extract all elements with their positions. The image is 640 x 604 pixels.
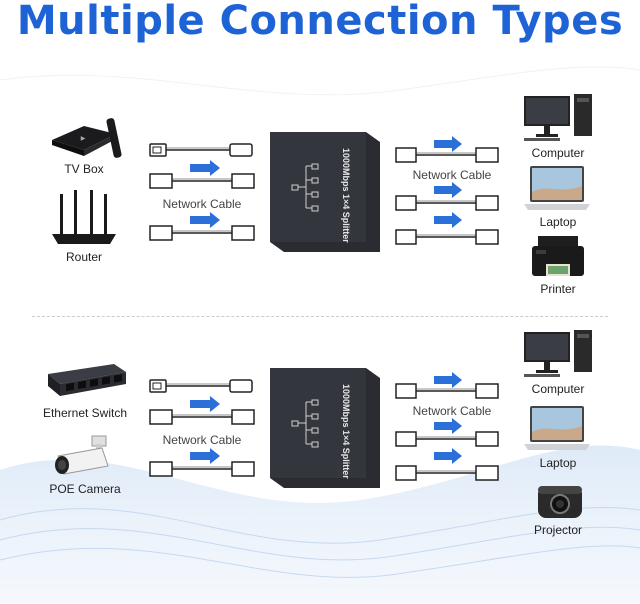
splitter-device	[270, 368, 380, 488]
computer-label: Computer	[531, 146, 585, 160]
computer-label: Computer	[531, 382, 585, 396]
projector-label: Projector	[533, 523, 583, 537]
output-cables	[395, 372, 499, 481]
ethernet-switch-label: Ethernet Switch	[42, 406, 128, 420]
tv-box-label: TV Box	[64, 162, 104, 176]
svg-text:▶: ▶	[81, 136, 86, 142]
splitter-label: 1000Mbps 1×4 Splitter	[341, 148, 351, 243]
network-cable-label-left: Network Cable	[162, 433, 242, 447]
page-title: Multiple Connection Types	[16, 0, 624, 44]
computer-icon	[524, 330, 592, 377]
ethernet-switch-icon	[48, 364, 126, 396]
splitter-device	[270, 132, 380, 252]
poe-camera-icon	[55, 435, 109, 475]
computer-icon	[524, 94, 592, 141]
laptop-icon	[524, 406, 590, 450]
network-cable-label-right: Network Cable	[412, 168, 492, 182]
input-cables	[149, 379, 255, 477]
network-cable-label-left: Network Cable	[162, 197, 242, 211]
poe-camera-label: POE Camera	[49, 482, 121, 496]
network-cable-label-right: Network Cable	[412, 404, 492, 418]
router-label: Router	[65, 250, 103, 264]
laptop-label: Laptop	[539, 456, 577, 470]
section-divider	[32, 316, 608, 317]
tv-box-icon: ▶	[52, 118, 122, 158]
printer-icon	[532, 236, 584, 276]
router-icon	[52, 190, 116, 244]
projector-icon	[538, 486, 582, 518]
splitter-label: 1000Mbps 1×4 Splitter	[341, 384, 351, 479]
printer-label: Printer	[540, 282, 576, 296]
input-cables	[149, 143, 255, 241]
laptop-label: Laptop	[539, 215, 577, 229]
output-cables	[395, 136, 499, 245]
laptop-icon	[524, 166, 590, 210]
